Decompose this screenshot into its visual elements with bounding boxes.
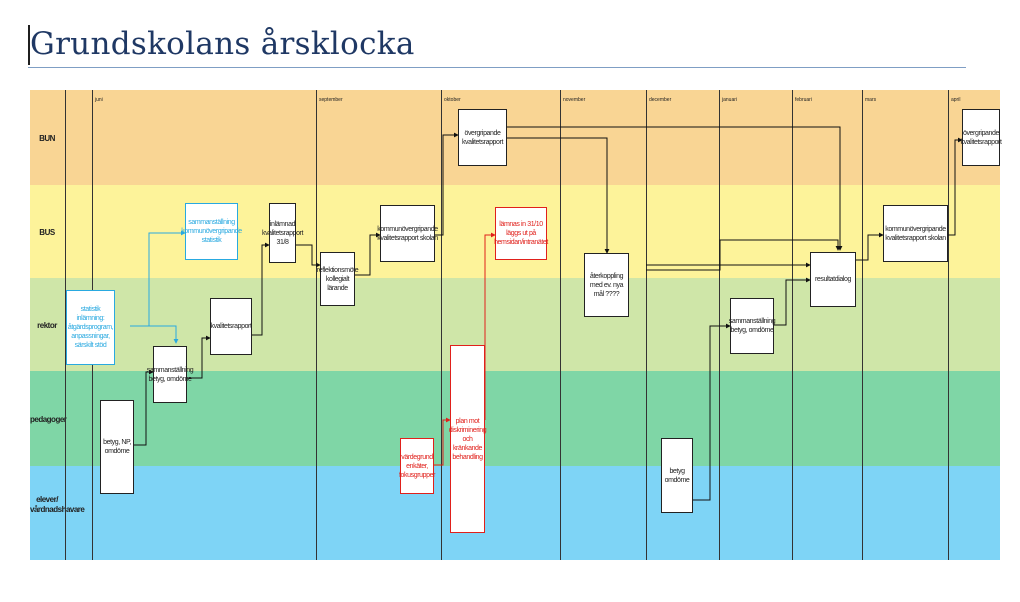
box-plan: plan mot diskriminering och kränkande be…: [449, 345, 487, 533]
box-inlamnad: inlämnad kvalitetsrapport 31/8: [262, 203, 303, 263]
grid-line: [646, 90, 647, 560]
arrow: [148, 230, 186, 326]
month-label: december: [649, 97, 672, 103]
grid-line: [65, 90, 66, 560]
arrow: [484, 232, 496, 420]
arrow: [134, 369, 154, 446]
arrow: [507, 126, 843, 251]
arrow: [252, 242, 270, 336]
box-resultatdialog: resultatdialog: [810, 252, 856, 307]
box-sammanstallning-betyg: sammanställning betyg, omdöme: [147, 346, 194, 403]
grid-line: [316, 90, 317, 560]
box-sammanstallning-kommun: sammanställning kommunövergripande stati…: [181, 203, 242, 260]
lane-label-elever: elever/ vårdnadshavare: [30, 495, 85, 514]
box-aterkoppling: återkoppling med ev. nya mål ????: [584, 253, 629, 317]
box-sammanstallning-betyg-2: sammanställning betyg, omdöme: [729, 298, 776, 354]
box-kvalitetsrapport: kvalitetsrapport: [210, 298, 252, 355]
grid-line: [441, 90, 442, 560]
box-betyg-np: betyg, NP, omdöme: [100, 400, 134, 494]
box-vardegrund: värdegrund enkäter, fokusgrupper: [399, 438, 435, 494]
grid-line: [560, 90, 561, 560]
connector-arrows: [130, 126, 963, 501]
arrow: [130, 325, 179, 344]
lane-label-bus: BUS: [39, 228, 55, 237]
box-overgripande-2: övergripande kvalitetsrapport: [960, 109, 1002, 166]
lane-label-bun: BUN: [39, 134, 55, 143]
lane-elever: [30, 466, 1000, 560]
month-label: november: [563, 97, 586, 103]
box-lamnas: lämnas in 31/10 läggs ut på hemsidan/int…: [494, 207, 548, 260]
box-overgripande: övergripande kvalitetsrapport: [458, 109, 507, 166]
arrow: [296, 244, 321, 268]
arrow: [693, 323, 731, 501]
month-label: mars: [865, 97, 877, 103]
arrow: [434, 417, 451, 466]
box-betyg-omdome: betyg omdöme: [661, 438, 693, 513]
month-label: april: [951, 97, 961, 103]
month-label: februari: [795, 97, 812, 103]
box-statistik: statistik inlämning: åtgärdsprogram, anp…: [66, 290, 115, 365]
lane-label-pedagoger: pedagoger: [30, 415, 67, 424]
arrow: [507, 137, 610, 254]
arrow: [435, 132, 459, 236]
lane-pedagoger: [30, 371, 1000, 466]
month-label: september: [319, 97, 343, 103]
month-label: juni: [95, 97, 103, 103]
month-label: januari: [722, 97, 738, 103]
arrow: [856, 232, 884, 261]
page-title: Grundskolans årsklocka: [30, 26, 415, 62]
grid-line: [792, 90, 793, 560]
box-kommun-skolan: kommunövergripande kvalitetsrapport skol…: [377, 205, 438, 262]
lane-label-rektor: rektor: [37, 321, 57, 330]
year-cycle-diagram: BUN BUS rektor pedagoger elever/ vårdnad…: [30, 90, 1002, 560]
grid-line: [862, 90, 863, 560]
arrow: [182, 335, 211, 379]
month-label: oktober: [444, 97, 461, 103]
arrow: [355, 232, 381, 276]
arrow: [646, 239, 841, 271]
grid-line: [948, 90, 949, 560]
title-rule: [28, 67, 966, 68]
grid-line: [719, 90, 720, 560]
arrow: [948, 137, 963, 236]
document-cursor: [28, 25, 30, 65]
box-kommun-skolan-2: kommunövergripande kvalitetsrapport skol…: [883, 205, 948, 262]
box-reflektion: reflektionsmöte kollegialt lärande: [317, 252, 359, 306]
arrow: [774, 277, 811, 326]
